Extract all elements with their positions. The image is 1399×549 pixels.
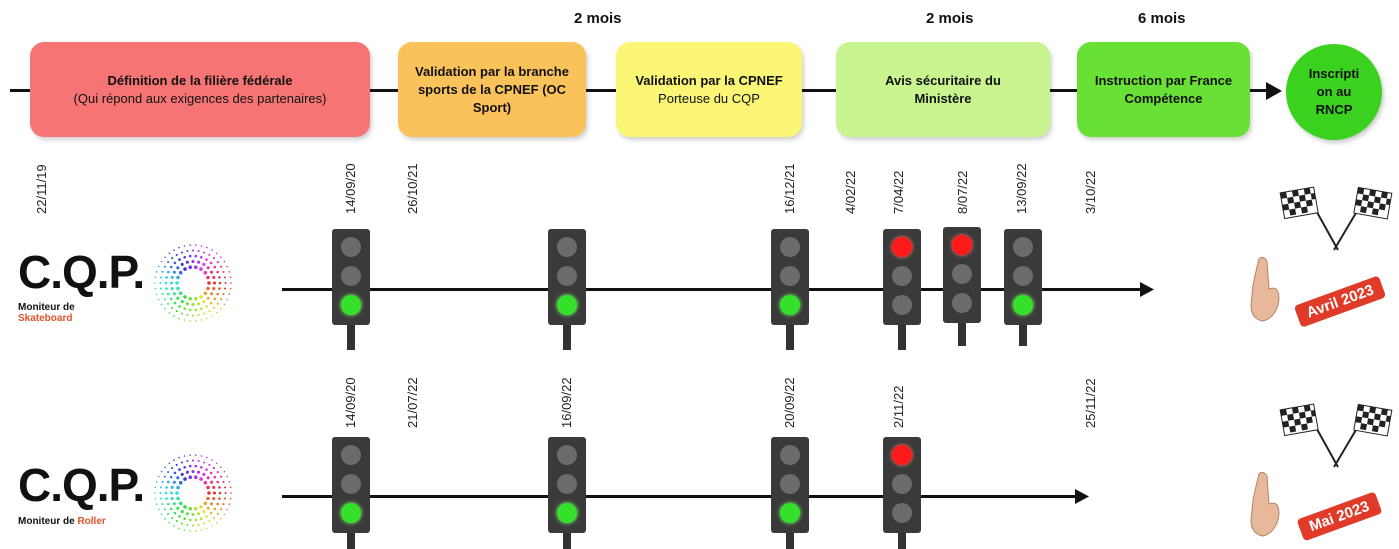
- step-cpnef-subtitle: Porteuse du CQP: [658, 90, 760, 106]
- traffic-light-body: [548, 437, 586, 533]
- crossed-fingers-icon: [1250, 471, 1280, 537]
- traffic-light-pole: [898, 528, 906, 549]
- date-label: 7/04/22: [891, 170, 906, 214]
- step-rncp: Inscripti on au RNCP: [1286, 44, 1382, 140]
- step-cpnef-title: Validation par la CPNEF: [635, 72, 783, 88]
- date-label: 8/07/22: [955, 170, 970, 214]
- traffic-light-pole: [347, 320, 355, 350]
- date-label: 14/09/20: [343, 377, 358, 428]
- date-label: 16/12/21: [782, 163, 797, 214]
- date-label: 4/02/22: [843, 170, 858, 214]
- cqp-subtitle-prefix: Moniteur de: [18, 516, 75, 527]
- target-date-badge: Avril 2023: [1293, 275, 1387, 328]
- duration-label-3: 6 mois: [1138, 10, 1186, 27]
- traffic-light-pole: [786, 320, 794, 350]
- duration-label-2: 2 mois: [926, 10, 974, 27]
- skateboard-timeline-line: [282, 288, 1142, 291]
- traffic-light-body: [332, 229, 370, 325]
- cqp-subtitle-prefix: Moniteur de: [18, 302, 75, 313]
- skateboard-arrowhead: [1140, 282, 1154, 297]
- step-rncp-title: Inscripti on au RNCP: [1308, 66, 1360, 117]
- cqp-dots-logo-icon: [154, 244, 232, 322]
- date-label: 3/10/22: [1083, 170, 1098, 214]
- traffic-light-body: [771, 437, 809, 533]
- date-label: 16/09/22: [559, 377, 574, 428]
- step-ministere: Avis sécuritaire du Ministère: [836, 42, 1050, 137]
- date-label: 2/11/22: [891, 385, 906, 428]
- roller-timeline-line: [282, 495, 1077, 498]
- date-label: 26/10/21: [405, 163, 420, 214]
- traffic-light-body: [883, 437, 921, 533]
- traffic-light-body: [771, 229, 809, 325]
- cqp-logo: C.Q.P.: [18, 459, 145, 511]
- cqp-subtitle-highlight: Skateboard: [18, 313, 73, 324]
- checkered-flags-icon: [1279, 186, 1393, 251]
- step-branche: Validation par la branche sports de la C…: [398, 42, 586, 137]
- date-label: 22/11/19: [34, 164, 49, 214]
- cqp-logo: C.Q.P.: [18, 246, 145, 298]
- step-france-competence-title: Instruction par France Compétence: [1094, 72, 1233, 106]
- traffic-light-pole: [786, 528, 794, 549]
- step-definition: Définition de la filière fédérale (Qui r…: [30, 42, 370, 137]
- checkered-flags-icon: [1279, 403, 1393, 468]
- roller-arrowhead: [1075, 489, 1089, 504]
- date-label: 13/09/22: [1014, 163, 1029, 214]
- cqp-subtitle: Moniteur de Skateboard: [18, 302, 75, 324]
- traffic-light-pole: [898, 320, 906, 350]
- traffic-light-pole: [1019, 320, 1027, 346]
- step-branche-title: Validation par la branche sports de la C…: [415, 63, 569, 115]
- traffic-light-body: [1004, 229, 1042, 325]
- step-definition-subtitle: (Qui répond aux exigences des partenaire…: [73, 90, 327, 106]
- traffic-light-body: [883, 229, 921, 325]
- cqp-subtitle-highlight: Roller: [77, 516, 106, 527]
- date-label: 14/09/20: [343, 163, 358, 214]
- date-label: 21/07/22: [405, 377, 420, 428]
- traffic-light-pole: [563, 528, 571, 549]
- process-arrowhead: [1266, 82, 1282, 100]
- date-label: 20/09/22: [782, 377, 797, 428]
- target-date-badge: Mai 2023: [1296, 491, 1382, 542]
- crossed-fingers-icon: [1250, 256, 1280, 322]
- duration-label-1: 2 mois: [574, 10, 622, 27]
- step-ministere-title: Avis sécuritaire du Ministère: [885, 72, 1001, 106]
- cqp-dots-logo-icon: [154, 454, 232, 532]
- traffic-light-body: [332, 437, 370, 533]
- traffic-light-pole: [563, 320, 571, 350]
- date-label: 25/11/22: [1083, 378, 1098, 428]
- step-france-competence: Instruction par France Compétence: [1077, 42, 1250, 137]
- traffic-light-pole: [958, 320, 966, 346]
- traffic-light-body: [943, 227, 981, 323]
- step-cpnef: Validation par la CPNEF Porteuse du CQP: [616, 42, 802, 137]
- step-definition-title: Définition de la filière fédérale: [107, 72, 293, 88]
- cqp-subtitle: Moniteur de Roller: [18, 516, 106, 527]
- traffic-light-pole: [347, 528, 355, 549]
- traffic-light-body: [548, 229, 586, 325]
